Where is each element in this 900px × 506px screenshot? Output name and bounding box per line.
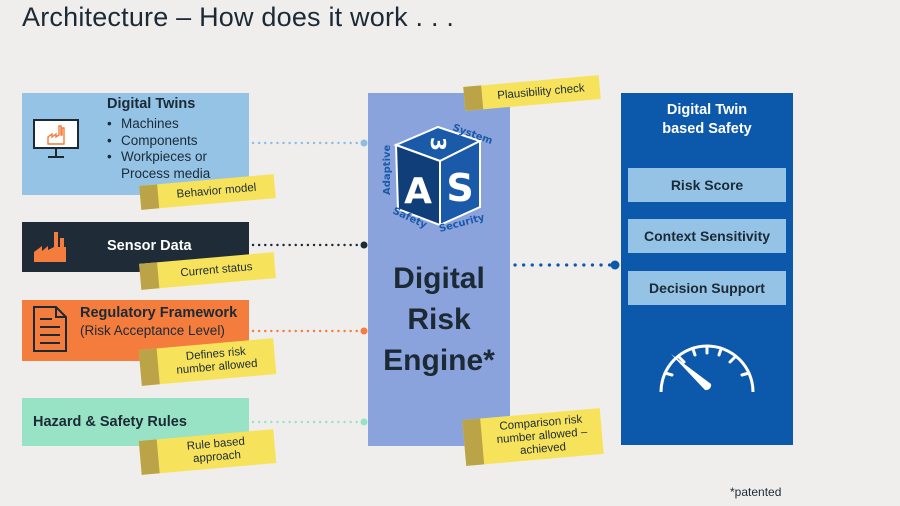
sensor-data-title: Sensor Data — [107, 238, 192, 254]
gauge-icon — [659, 344, 755, 393]
page-title: Architecture – How does it work . . . — [22, 2, 455, 32]
list-item: Workpieces or — [107, 149, 210, 166]
monitor-factory-icon — [33, 119, 79, 158]
footnote: *patented — [730, 485, 782, 499]
output-title-line: based Safety — [662, 121, 752, 137]
list-item: Components — [107, 133, 210, 150]
connector-digital-twins — [251, 139, 368, 147]
regulatory-framework-title: Regulatory Framework — [80, 305, 238, 321]
risk-score-item: Risk Score — [628, 168, 786, 202]
engine-title-line: Digital — [393, 262, 485, 295]
logo-label-adaptive: Adaptive — [382, 144, 393, 195]
digital-twins-list: Machines Components Workpieces or Proces… — [107, 116, 210, 182]
list-item: Process media — [121, 165, 211, 181]
document-icon — [33, 306, 67, 352]
connector-regulatory — [251, 327, 368, 335]
list-item: Machines — [107, 116, 210, 133]
connector-hazard — [251, 418, 368, 426]
context-sensitivity-item: Context Sensitivity — [628, 219, 786, 253]
logo-letter-a: A — [404, 171, 432, 212]
logo-letter-s: S — [446, 166, 473, 210]
engine-title-line: Engine* — [383, 344, 495, 377]
note-text: Plausibility check — [496, 81, 586, 102]
connector-sensor-data — [251, 241, 368, 249]
hazard-rules-title: Hazard & Safety Rules — [33, 414, 187, 430]
engine-title: Digital Risk Engine* — [368, 258, 510, 381]
engine-title-line: Risk — [407, 303, 471, 336]
decision-support-item: Decision Support — [628, 271, 786, 305]
digital-twins-title: Digital Twins — [107, 96, 196, 112]
connector-output — [513, 260, 620, 270]
a3s-cube-logo: 3 A S System Adaptive Safety Security — [382, 122, 494, 233]
regulatory-framework-subtitle: (Risk Acceptance Level) — [80, 323, 225, 338]
factory-icon — [34, 232, 66, 262]
output-title-line: Digital Twin — [666, 102, 748, 118]
logo-letter-3: 3 — [426, 137, 450, 151]
output-title: Digital Twin based Safety — [621, 101, 793, 139]
